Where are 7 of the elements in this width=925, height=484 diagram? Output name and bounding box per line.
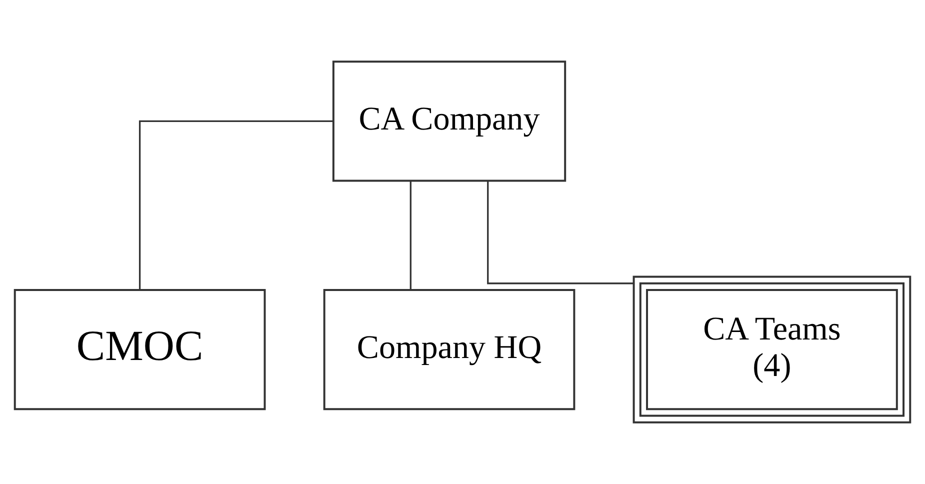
connector (410, 181, 412, 290)
connector (487, 181, 634, 284)
node-box: CMOC (14, 289, 266, 410)
connector (138, 120, 334, 290)
node-box: CA Company (332, 60, 566, 182)
node-box: Company HQ (323, 289, 576, 410)
node-box: CA Teams (4) (632, 276, 912, 424)
